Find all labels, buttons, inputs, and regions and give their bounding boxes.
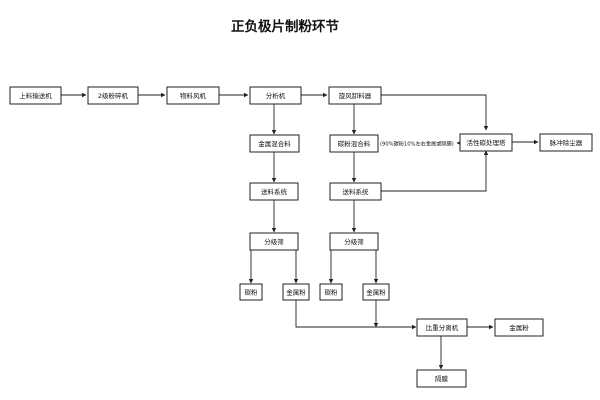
edge-conveyor-tower: [381, 150, 489, 192]
node-fan: 物料风机: [166, 86, 220, 105]
node-metal-right: 金属粉: [362, 283, 390, 301]
node-carbon-left-label: 碳粉: [245, 288, 259, 297]
node-cyclone-label: 旋风卸料器: [339, 91, 372, 100]
node-separator-film-label: 隔膜: [435, 374, 449, 383]
node-carbon-mix: 碳粉混合料: [329, 134, 379, 153]
node-analyzer: 分析机: [249, 86, 302, 105]
node-carbon-left: 碳粉: [239, 283, 263, 301]
node-metal-left: 金属粉: [282, 283, 310, 301]
node-metal-output: 金属粉: [494, 318, 544, 337]
diagram-title: 正负极片制粉环节: [231, 18, 339, 35]
flow-edges: [61, 92, 539, 370]
node-crusher-label: 2级粉碎机: [98, 91, 129, 100]
node-crusher: 2级粉碎机: [87, 86, 139, 105]
node-carbon-tower-label: 活性碳处理塔: [467, 138, 507, 147]
node-metal-mix: 金属混合料: [249, 134, 300, 153]
composition-note: (90%碳粉10%左右金属或隔膜): [380, 140, 454, 148]
edge-cyclone-tower: [381, 94, 489, 131]
node-screen-left: 分级筛: [249, 232, 299, 251]
node-metal-left-label: 金属粉: [286, 288, 306, 297]
node-pulse-collector: 脉冲除尘器: [539, 133, 593, 152]
node-carbon-mix-label: 碳粉混合料: [338, 139, 371, 148]
node-conveyor-left: 送料系统: [249, 182, 299, 201]
node-carbon-right-label: 碳粉: [325, 288, 339, 297]
node-separator-film: 隔膜: [416, 369, 467, 388]
node-analyzer-label: 分析机: [266, 91, 286, 100]
node-metal-mix-label: 金属混合料: [258, 139, 291, 148]
node-screen-right-label: 分级筛: [344, 237, 364, 246]
node-pulse-collector-label: 脉冲除尘器: [550, 138, 583, 147]
node-conveyor-right: 送料系统: [329, 182, 382, 201]
node-metal-output-label: 金属粉: [509, 323, 529, 332]
node-metal-right-label: 金属粉: [366, 288, 386, 297]
node-gravity-separator-label: 比重分离机: [426, 323, 459, 332]
node-fan-label: 物料风机: [180, 91, 207, 100]
node-conveyor-right-label: 送料系统: [343, 187, 370, 196]
node-feeder-label: 上料输送机: [19, 91, 52, 100]
node-cyclone: 旋风卸料器: [328, 86, 382, 105]
node-carbon-tower: 活性碳处理塔: [459, 133, 513, 152]
node-screen-left-label: 分级筛: [264, 237, 284, 246]
edge-metal-l-gravity: [295, 300, 417, 330]
node-carbon-right: 碳粉: [319, 283, 343, 301]
node-conveyor-left-label: 送料系统: [261, 187, 288, 196]
node-gravity-separator: 比重分离机: [416, 318, 468, 337]
node-feeder: 上料输送机: [9, 86, 62, 105]
node-screen-right: 分级筛: [329, 232, 379, 251]
